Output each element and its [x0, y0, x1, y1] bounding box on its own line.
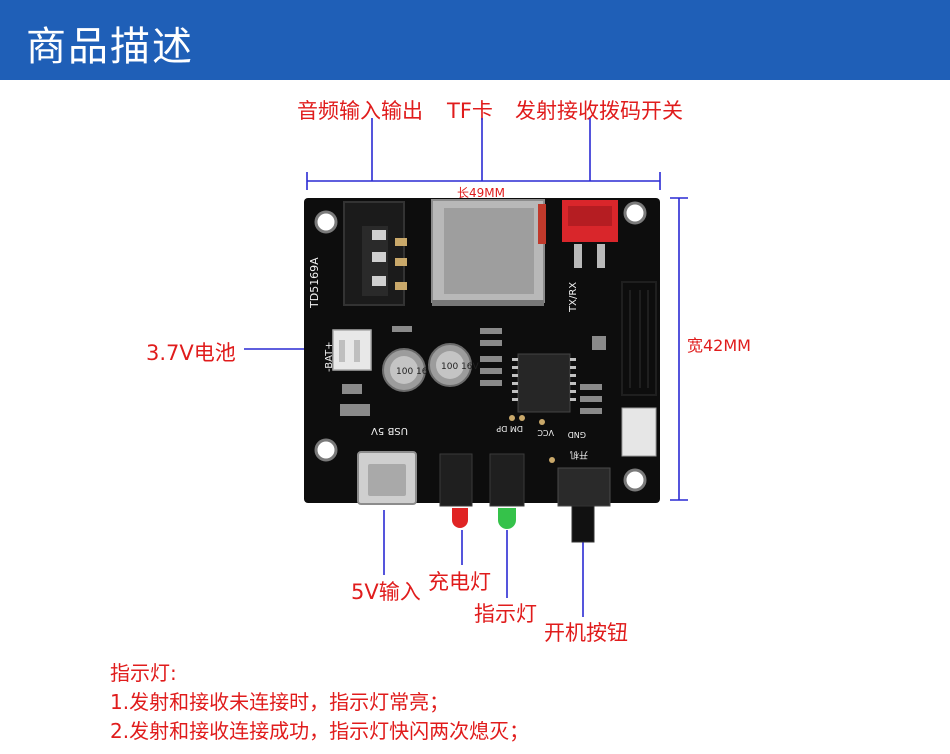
capacitor: [382, 348, 426, 392]
usb-type-c-port: [357, 451, 417, 505]
capacitor: [428, 343, 472, 387]
label-usb-input: 5V输入: [351, 580, 421, 604]
label-tx-rx-switch: 发射接收拨码开关: [515, 99, 683, 123]
solder-pad: [549, 457, 555, 463]
bat-label: -BAT+: [324, 341, 335, 372]
smd-components: [340, 326, 606, 416]
label-indicator-led: 指示灯: [474, 602, 537, 626]
charge-led-header: [439, 453, 473, 507]
battery-connector: [332, 329, 372, 371]
audio-jack: [343, 201, 407, 306]
dmdp-label: DM DP: [496, 424, 523, 433]
label-tf-card: TF卡: [447, 99, 493, 123]
gnd-label: GND: [568, 430, 586, 439]
main-ic: [517, 353, 571, 413]
label-audio-io: 音频输入输出: [297, 99, 423, 123]
capacitor-label: 100 16V: [396, 367, 434, 377]
usb-label: USB 5V: [371, 425, 408, 436]
red-led: [452, 508, 468, 528]
indicator-led-header: [489, 453, 525, 507]
solder-pad: [519, 415, 525, 421]
side-connector: [621, 407, 657, 457]
label-power-button: 开机按钮: [544, 621, 628, 645]
notes-heading: 指示灯:: [110, 661, 177, 685]
label-battery: 3.7V电池: [146, 341, 236, 365]
header-bar: 商品描述: [0, 0, 950, 80]
tx-rx-dip-switch: [562, 200, 618, 268]
label-width: 宽42MM: [687, 336, 751, 355]
antenna-trace: [621, 281, 657, 396]
solder-pad: [539, 419, 545, 425]
mount-hole: [623, 468, 647, 492]
model-label: TD5169A: [308, 257, 321, 309]
notes-line-1: 1.发射和接收未连接时，指示灯常亮；: [110, 690, 450, 714]
solder-pad: [509, 415, 515, 421]
page-title: 商品描述: [26, 24, 194, 70]
txrx-label: TX/RX: [568, 282, 579, 313]
tf-card-slot: [431, 199, 546, 306]
power-button: [557, 467, 611, 543]
ic-pins: [512, 358, 576, 401]
mount-hole: [623, 201, 647, 225]
leader-lines: [244, 118, 688, 617]
mount-hole: [314, 438, 338, 462]
label-length: 长49MM: [457, 186, 505, 200]
switch-label: 开机: [570, 449, 588, 461]
green-led: [498, 508, 516, 529]
vcc-label: VCC: [537, 428, 554, 437]
label-charge-led: 充电灯: [428, 570, 491, 594]
mount-hole: [314, 210, 338, 234]
capacitor-label: 100 16V: [441, 362, 479, 372]
notes-line-2: 2.发射和接收连接成功，指示灯快闪两次熄灭；: [110, 719, 530, 743]
